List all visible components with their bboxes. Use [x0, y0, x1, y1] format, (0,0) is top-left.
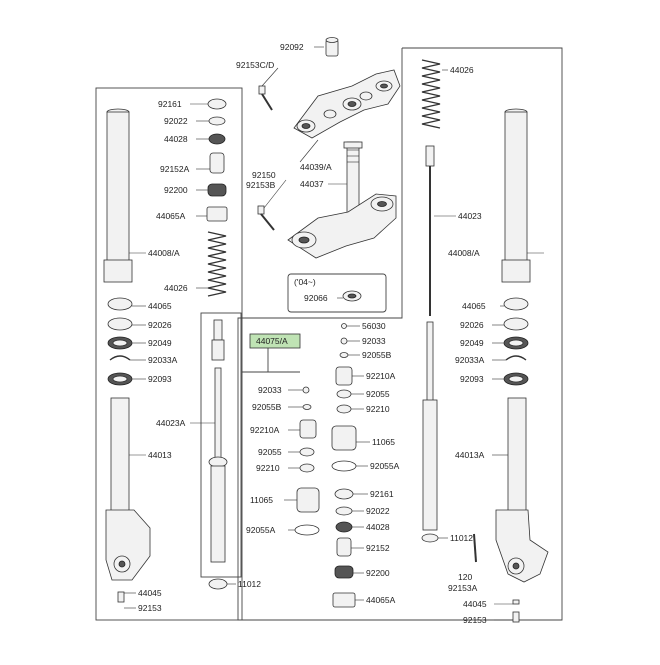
- label-92210a-mid1: 92210A: [250, 425, 280, 435]
- left-outer-tube: [103, 108, 133, 283]
- axle-bolt-120: [473, 533, 477, 563]
- label-44065-right: 44065: [462, 301, 486, 311]
- left-cap-parts: [206, 98, 228, 297]
- kit-callout-44075a: [249, 333, 301, 349]
- label-92033-mid1: 92033: [258, 385, 282, 395]
- label-92049-right: 92049: [460, 338, 484, 348]
- label-11012-mid: 11012: [238, 579, 261, 589]
- label-92033-mid2: 92033: [362, 336, 386, 346]
- label-92161-mid2: 92161: [370, 489, 394, 499]
- label-92022-mid2: 92022: [366, 506, 390, 516]
- label-92153b: 92153B: [246, 180, 276, 190]
- right-spring: [421, 59, 441, 129]
- label-92161-left: 92161: [158, 99, 182, 109]
- label-92022-left: 92022: [164, 116, 188, 126]
- label-92153cd: 92153C/D: [236, 60, 274, 70]
- right-frame: [237, 47, 563, 621]
- label-92093-right: 92093: [460, 374, 484, 384]
- label-92055a-mid2: 92055A: [370, 461, 400, 471]
- label-44045-left: 44045: [138, 588, 162, 598]
- label-11065-mid1: 11065: [250, 495, 273, 505]
- label-92153-left: 92153: [138, 603, 162, 613]
- part-labels: 92092 92153C/D 44039/A 44037 92150 92153…: [138, 42, 487, 625]
- label-92049-left: 92049: [148, 338, 172, 348]
- label-92055a-mid1: 92055A: [246, 525, 276, 535]
- variant-04-frame: [287, 273, 387, 313]
- label-44023-right: 44023: [458, 211, 482, 221]
- label-44023a-left: 44023A: [156, 418, 186, 428]
- left-bushing-set: [107, 297, 133, 386]
- leader-lines: [124, 46, 544, 621]
- label-44045-right: 44045: [463, 599, 487, 609]
- label-92152-mid2: 92152: [366, 543, 390, 553]
- right-inner-tube: [495, 397, 549, 623]
- label-92093-left: 92093: [148, 374, 172, 384]
- label-44008a-right: 44008/A: [448, 248, 480, 258]
- label-44028-left: 44028: [164, 134, 188, 144]
- label-92055-mid1: 92055: [258, 447, 282, 457]
- label-92092: 92092: [280, 42, 304, 52]
- label-92200-left: 92200: [164, 185, 188, 195]
- right-bushing-set: [503, 297, 529, 386]
- label-92033a-left: 92033A: [148, 355, 178, 365]
- label-44026-right: 44026: [450, 65, 474, 75]
- right-damper-cartridge: [421, 145, 439, 543]
- label-11012-right: 11012: [450, 533, 473, 543]
- label-11065-mid2: 11065: [372, 437, 395, 447]
- label-44065-left: 44065: [148, 301, 172, 311]
- inner-rod-frame: [200, 312, 242, 578]
- label-44075a: 44075/A: [256, 336, 288, 346]
- label-92026-left: 92026: [148, 320, 172, 330]
- label-92026-right: 92026: [460, 320, 484, 330]
- label-92210a-mid2: 92210A: [366, 371, 396, 381]
- right-outer-tube: [501, 108, 531, 283]
- label-92210-mid2: 92210: [366, 404, 390, 414]
- label-44008a-left: 44008/A: [148, 248, 180, 258]
- cap-92092: [325, 37, 339, 57]
- label-04: ('04~): [294, 277, 316, 287]
- label-92210-mid1: 92210: [256, 463, 280, 473]
- left-damper-rod: [208, 319, 228, 590]
- label-44026-left: 44026: [164, 283, 188, 293]
- label-92033a-right: 92033A: [455, 355, 485, 365]
- lower-triple-clamp: [287, 193, 397, 259]
- center-column-2: [331, 323, 357, 608]
- left-inner-tube: [105, 397, 151, 603]
- label-44028-mid2: 44028: [366, 522, 390, 532]
- center-column-1: [294, 386, 320, 536]
- label-92150: 92150: [252, 170, 276, 180]
- label-44013-left: 44013: [148, 450, 172, 460]
- label-92152a-left: 92152A: [160, 164, 190, 174]
- label-92055b-mid2: 92055B: [362, 350, 392, 360]
- label-44065a-left: 44065A: [156, 211, 186, 221]
- label-120: 120: [458, 572, 472, 582]
- left-frame: [95, 87, 243, 621]
- label-92200-mid2: 92200: [366, 568, 390, 578]
- label-56030: 56030: [362, 321, 386, 331]
- label-92055-mid2: 92055: [366, 389, 390, 399]
- label-44065a-mid2: 44065A: [366, 595, 396, 605]
- bolt-92153cd: [258, 85, 273, 111]
- label-44039a: 44039/A: [300, 162, 332, 172]
- label-92066: 92066: [304, 293, 328, 303]
- label-92055b-mid1: 92055B: [252, 402, 282, 412]
- seal-92066: [342, 290, 362, 302]
- label-44013a-right: 44013A: [455, 450, 485, 460]
- bolt-92150: [257, 205, 275, 231]
- upper-triple-clamp: [293, 69, 401, 139]
- label-44037: 44037: [300, 179, 324, 189]
- label-92153a-right: 92153A: [448, 583, 478, 593]
- label-92153-right: 92153: [463, 615, 487, 625]
